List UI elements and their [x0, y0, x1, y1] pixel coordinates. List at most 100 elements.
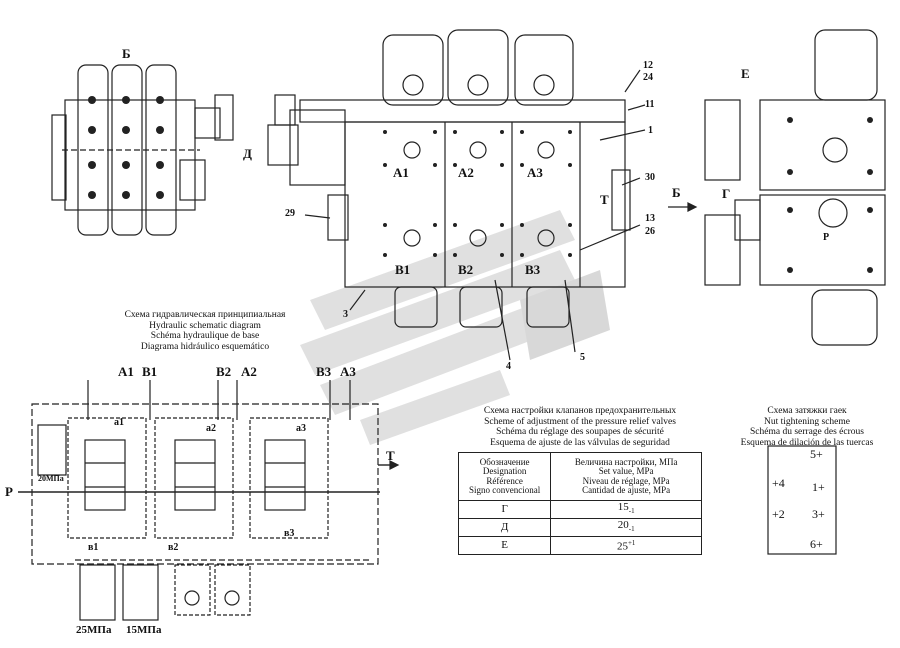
port-b2: B2: [458, 262, 474, 277]
hydraulic-caption-fr: Schéma hydraulique de base: [150, 331, 260, 341]
row-value-number: 25: [616, 540, 628, 553]
spool-b2: в2: [168, 542, 179, 553]
relief-left-label: 25МПа: [76, 624, 112, 636]
callout-26: 26: [645, 226, 655, 237]
label-d: Д: [243, 146, 252, 161]
relief-caption-en: Scheme of adjustment of the pressure rel…: [484, 416, 676, 427]
callout-4: 4: [506, 361, 511, 372]
callout-13: 13: [645, 213, 655, 224]
spool-a3: a3: [296, 423, 306, 434]
nut-caption-en: Nut tightening scheme: [763, 416, 850, 427]
view-b-drawing: [51, 64, 234, 236]
callout-3: 3: [343, 309, 348, 320]
port-a3: A3: [527, 165, 543, 180]
row-value: 20-1: [550, 518, 702, 537]
label-g: Г: [722, 186, 731, 201]
spool-b3: в3: [284, 528, 295, 539]
row-value-number: 20: [617, 518, 629, 531]
callout-1: 1: [648, 125, 653, 136]
nut-1-number: 1: [812, 480, 818, 494]
hyd-port-a3: A3: [340, 364, 356, 379]
view-b-title: Б: [122, 46, 131, 61]
hydraulic-caption: Схема гидравлическая принципиальная Hydr…: [110, 310, 300, 352]
relief-caption: Схема настройки клапанов предохранительн…: [458, 406, 702, 448]
label-t: Т: [600, 192, 609, 207]
relief-right-label: 15МПа: [126, 624, 162, 636]
nut-3: 3+: [812, 507, 825, 521]
header-value-es: Cantidad de ajuste, MPa: [582, 485, 671, 495]
hydraulic-caption-es: Diagrama hidráulico esquemático: [140, 341, 270, 352]
relief-settings-table: Обозначение Designation Référence Signo …: [457, 452, 702, 555]
spool-a2: a2: [206, 423, 216, 434]
table-row: Д 20-1: [457, 518, 702, 537]
hydraulic-caption-ru: Схема гидравлическая принципиальная: [124, 310, 286, 320]
table-row: Г 15-1: [457, 500, 702, 519]
spool-a1: a1: [114, 417, 124, 428]
nut-caption-es: Esquema de dilación de las tuercas: [740, 437, 874, 448]
nut-caption: Схема затяжки гаек Nut tightening scheme…: [722, 406, 892, 448]
relief-main-label: 20МПа: [38, 474, 64, 483]
nut-3-number: 3: [812, 507, 818, 521]
header-designation-fr: Référence: [486, 475, 523, 486]
spool-b1: в1: [88, 542, 99, 553]
callout-24: 24: [643, 72, 653, 83]
callout-30: 30: [645, 172, 655, 183]
row-value-tol: -1: [628, 506, 635, 515]
header-value-en: Set value, MPa: [598, 466, 654, 476]
row-designation: Е: [457, 536, 552, 555]
nut-6-number: 6: [810, 537, 816, 551]
hyd-port-b1: B1: [142, 364, 158, 379]
port-b1: B1: [395, 262, 411, 277]
hydraulic-schematic: [18, 380, 400, 621]
nut-5: 5+: [810, 447, 823, 461]
header-value: Величина настройки, МПа Set value, MPa N…: [550, 452, 702, 501]
header-designation-ru: Обозначение: [479, 456, 530, 467]
nut-caption-fr: Schéma du serrage des écrous: [750, 427, 864, 437]
hyd-port-b3: B3: [316, 364, 332, 379]
callout-11: 11: [645, 99, 655, 110]
side-view-drawing: [704, 29, 886, 346]
nut-4-number: 4: [778, 476, 785, 490]
hyd-port-a1: A1: [118, 364, 134, 379]
port-a1: A1: [393, 165, 409, 180]
nut-6: 6+: [810, 537, 823, 551]
row-value-tol: -1: [628, 524, 635, 533]
nut-2: +2: [772, 507, 785, 521]
label-p: Р: [823, 232, 830, 243]
row-value: 25+1: [550, 536, 702, 555]
hyd-port-b2: B2: [216, 364, 232, 379]
table-row: Е 25+1: [457, 536, 702, 555]
relief-caption-fr: Schéma du réglage des soupapes de sécuri…: [496, 427, 664, 437]
relief-caption-es: Esquema de ajuste de las válvulas de seg…: [490, 437, 670, 448]
callout-5: 5: [580, 352, 585, 363]
hyd-port-a2: A2: [241, 364, 257, 379]
callout-12: 12: [643, 60, 653, 71]
nut-caption-ru: Схема затяжки гаек: [767, 406, 847, 416]
header-designation-es: Signo convencional: [469, 485, 541, 495]
table-header-row: Обозначение Designation Référence Signo …: [457, 452, 702, 501]
nut-2-number: 2: [778, 507, 785, 521]
hyd-t-label: Т: [386, 448, 395, 463]
row-value: 15-1: [550, 500, 702, 519]
label-e: Е: [741, 66, 750, 81]
view-b-arrow: [668, 202, 698, 212]
view-b-arrow-label: Б: [672, 185, 681, 200]
row-value-number: 15: [617, 500, 629, 513]
hyd-p-label: Р: [5, 484, 13, 499]
port-b3: B3: [525, 262, 541, 277]
row-designation: Д: [457, 518, 552, 537]
nut-1: 1+: [812, 480, 825, 494]
nut-5-number: 5: [810, 447, 816, 461]
row-designation: Г: [457, 500, 552, 519]
nut-scheme-frame: [767, 445, 837, 555]
header-value-ru: Величина настройки, МПа: [574, 456, 678, 467]
header-designation-en: Designation: [482, 466, 527, 476]
header-designation: Обозначение Designation Référence Signo …: [457, 452, 552, 501]
hydraulic-caption-en: Hydraulic schematic diagram: [149, 320, 261, 331]
header-value-fr: Niveau de réglage, MPa: [582, 475, 670, 486]
callout-29: 29: [285, 208, 295, 219]
port-a2: A2: [458, 165, 474, 180]
main-front-view: [267, 29, 646, 361]
